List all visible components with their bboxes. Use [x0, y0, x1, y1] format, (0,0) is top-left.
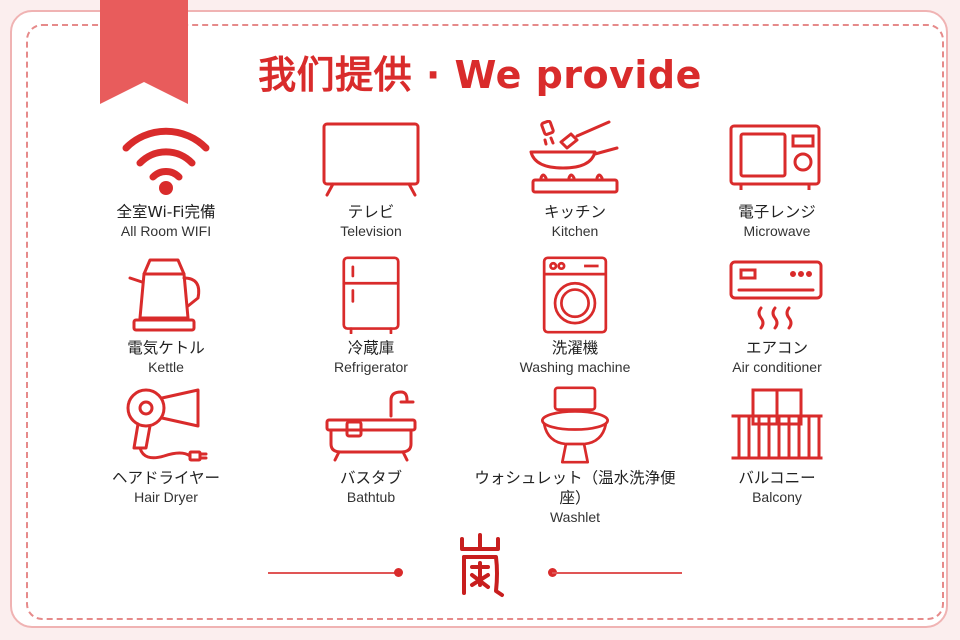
amenity-balcony: バルコニー Balcony: [667, 386, 887, 506]
brand-logo: [460, 533, 504, 597]
amenity-label-en: Balcony: [752, 489, 802, 505]
amenity-kitchen: キッチン Kitchen: [465, 120, 685, 240]
amenity-label-en: All Room WIFI: [120, 223, 212, 239]
amenity-microwave: 電子レンジ Microwave: [667, 120, 887, 240]
amenity-label-jp: ヘアドライヤー: [111, 469, 221, 487]
kitchen-icon: [529, 120, 619, 194]
amenity-label-jp: テレビ: [347, 203, 395, 221]
ribbon-bookmark: [100, 0, 188, 104]
kettle-icon: [128, 258, 201, 332]
microwave-icon: [729, 124, 821, 190]
amenity-label-jp: 洗濯機: [551, 339, 599, 357]
footer-line-left: [268, 572, 398, 574]
washing-machine-icon: [542, 256, 608, 334]
amenity-kettle: 電気ケトル Kettle: [56, 256, 276, 376]
amenity-label-en: Microwave: [743, 223, 811, 239]
amenity-label-jp: ウォシュレット（温水洗浄便座）: [474, 469, 676, 507]
amenity-label-jp: 全室Wi-Fi完備: [116, 203, 216, 221]
amenity-air-conditioner: エアコン Air conditioner: [667, 256, 887, 376]
amenity-label-en: Kettle: [148, 359, 184, 375]
amenity-label-jp: 電子レンジ: [738, 203, 816, 221]
amenity-label-en: Kitchen: [551, 223, 599, 239]
amenity-label-en: Refrigerator: [334, 359, 408, 375]
amenity-label-en: Washing machine: [519, 359, 631, 375]
amenity-label-jp: 電気ケトル: [127, 339, 205, 357]
amenity-hair-dryer: ヘアドライヤー Hair Dryer: [56, 386, 276, 506]
amenity-label-en: Bathtub: [346, 489, 396, 505]
refrigerator-icon: [342, 256, 400, 334]
television-icon: [322, 122, 420, 197]
page-title: 我们提供 · We provide: [258, 53, 702, 97]
amenity-bathtub: バスタブ Bathtub: [261, 386, 481, 506]
amenity-washing-machine: 洗濯機 Washing machine: [465, 256, 685, 376]
footer-line-right: [552, 572, 682, 574]
washlet-icon: [540, 386, 610, 464]
amenity-label-en: Air conditioner: [732, 359, 822, 375]
amenity-label-jp: エアコン: [745, 339, 808, 357]
wifi-icon: [122, 127, 210, 195]
footer-dot-left: [394, 568, 403, 577]
amenity-label-en: Hair Dryer: [134, 489, 198, 505]
amenity-label-en: Washlet: [549, 509, 601, 525]
amenity-label-jp: 冷蔵庫: [347, 339, 395, 357]
amenity-label-jp: キッチン: [543, 203, 606, 221]
bathtub-icon: [325, 390, 417, 462]
amenity-washlet: ウォシュレット（温水洗浄便座） Washlet: [465, 386, 685, 526]
amenity-wifi: 全室Wi-Fi完備 All Room WIFI: [56, 120, 276, 240]
amenity-label-en: Television: [340, 223, 402, 239]
amenity-refrigerator: 冷蔵庫 Refrigerator: [261, 256, 481, 376]
hair-dryer-icon: [126, 388, 208, 462]
amenity-label-jp: バルコニー: [738, 469, 816, 487]
balcony-icon: [731, 388, 823, 460]
dashed-border: [26, 24, 944, 620]
amenity-television: テレビ Television: [261, 120, 481, 240]
air-conditioner-icon: [729, 260, 823, 330]
amenity-label-jp: バスタブ: [339, 469, 402, 487]
